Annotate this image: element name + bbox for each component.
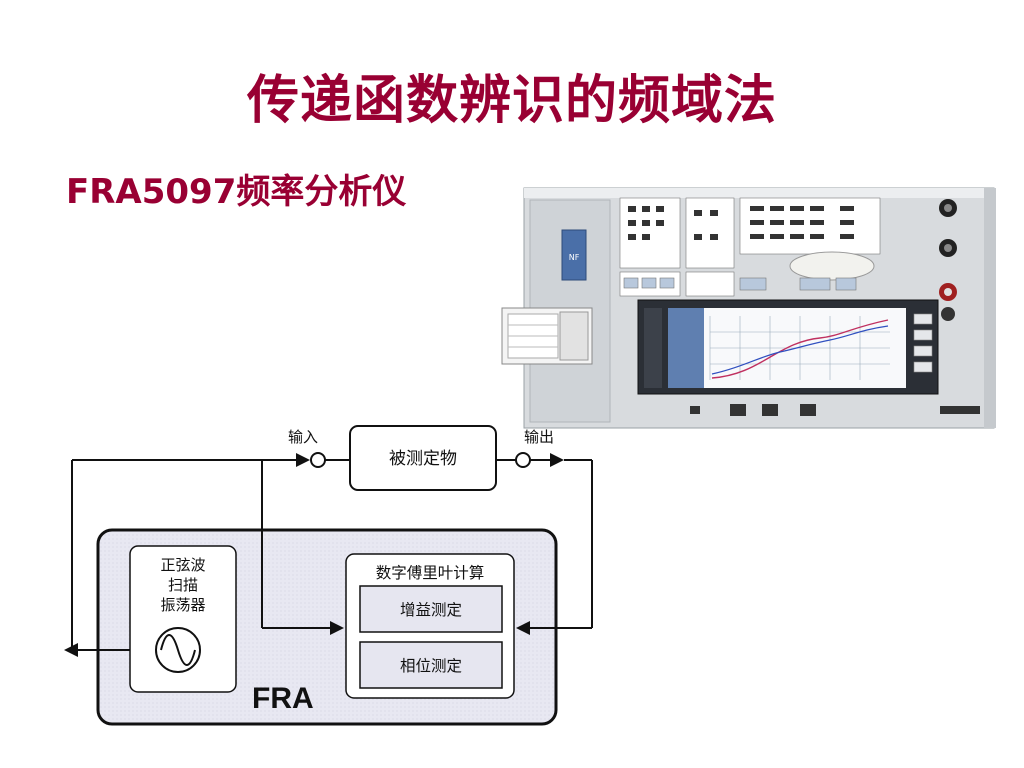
dft-label: 数字傅里叶计算 — [376, 563, 485, 582]
gain-box — [359, 585, 503, 633]
oscillator-line-3: 振荡器 — [160, 596, 205, 614]
output-label: 输出 — [524, 428, 554, 446]
fra-analyzer-photo: NF — [501, 187, 996, 429]
instrument-brand: NF — [569, 253, 580, 262]
input-tap-arrow — [330, 621, 344, 635]
fra-block-diagram: 被测定物 输入 输出 正弦波 扫描 振荡器 数字傅里叶计算 增益测定 相位测定 … — [64, 425, 593, 726]
generator-output-arrow — [64, 643, 78, 657]
output-return-arrow — [516, 621, 530, 635]
input-label: 输入 — [288, 428, 318, 446]
slide-subtitle: FRA5097频率分析仪 — [66, 172, 407, 212]
output-terminal — [515, 452, 531, 468]
fra-label: FRA — [252, 682, 314, 715]
dut-label: 被测定物 — [389, 449, 457, 469]
input-arrow — [296, 453, 310, 467]
slide-title: 传递函数辨识的频域法 — [246, 71, 777, 131]
dut-box — [349, 425, 497, 491]
sine-wave-icon — [160, 634, 196, 666]
output-arrow — [550, 453, 564, 467]
oscillator-line-1: 正弦波 — [160, 556, 205, 574]
phase-label: 相位测定 — [400, 657, 462, 675]
gain-label: 增益测定 — [400, 601, 462, 619]
input-terminal — [310, 452, 326, 468]
oscillator-line-2: 扫描 — [168, 576, 198, 594]
phase-box — [359, 641, 503, 689]
